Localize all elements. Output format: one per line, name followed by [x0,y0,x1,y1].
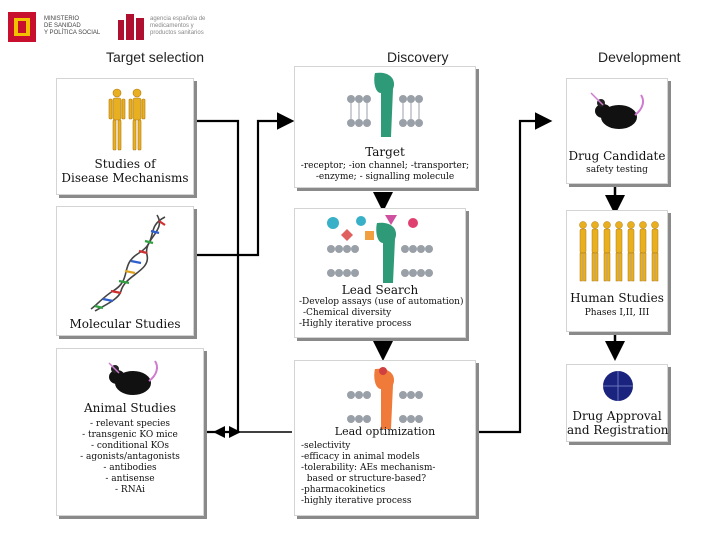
lead-search-box: Lead Search -Develop assays (use of auto… [294,208,466,338]
lead-search-desc-1: -Develop assays (use of automation) [299,297,464,307]
animal-item-5: - antibodies [103,463,157,473]
animal-item-2: - transgenic KO mice [82,430,178,440]
optimized-receptor-icon [347,367,423,429]
coat-of-arms-icon [4,8,40,46]
disease-title-line-2: Disease Mechanisms [61,171,189,185]
lead-opt-desc-1: -selectivity [301,441,351,451]
animal-studies-box: Animal Studies - relevant species - tran… [56,348,204,516]
lead-opt-desc-5: -pharmacokinetics [301,485,386,495]
candidate-subtitle: safety testing [586,165,648,175]
arrow-to-target [238,112,295,257]
agency-mark-icon [118,14,144,40]
human-title: Human Studies [570,291,664,305]
globe-icon [603,371,633,401]
target-title: Target [365,145,405,159]
lead-opt-desc-2: -efficacy in animal models [301,452,420,462]
arrow-opt-to-candidate [478,112,553,434]
ministry-line-1: MINISTERIO [44,16,80,22]
dna-helix-icon [90,214,166,312]
lead-optimization-box: Lead optimization -selectivity -efficacy… [294,360,476,516]
animal-item-1: - relevant species [89,419,171,429]
human-subtitle: Phases I,II, III [584,308,650,318]
test-mouse-icon [590,92,644,129]
compound-library-icon [327,215,433,283]
drug-approval-box: Drug Approval and Registration [566,364,669,442]
target-desc-1: -receptor; -ion channel; -transporter; [300,161,470,171]
lead-search-desc-2: -Chemical diversity [303,308,392,318]
disease-title-line-1: Studies of [94,157,156,171]
arrow-animal-to-junction [204,255,240,434]
population-icon [579,221,659,282]
animal-item-4: - agonists/antagonists [80,452,180,462]
molecular-title: Molecular Studies [69,317,181,331]
lead-search-title: Lead Search [341,283,419,297]
lead-search-desc-3: -Highly iterative process [299,319,412,329]
ministry-logo: MINISTERIO DE SANIDAD Y POLÍTICA SOCIAL [4,8,114,48]
lead-opt-title: Lead optimization [334,425,436,438]
header-development: Development [598,49,681,65]
arrow-disease-to-junction [194,119,240,255]
mouse-icon [108,360,158,395]
header-target-selection: Target selection [106,49,205,65]
agency-line-3: productos sanitarios [150,30,204,36]
ministry-line-3: Y POLÍTICA SOCIAL [44,30,101,36]
receptor-icon [347,72,423,137]
approval-line-2: and Registration [567,423,669,437]
lead-opt-desc-6: -highly iterative process [301,496,412,506]
animal-item-3: - conditional KOs [90,441,170,451]
agency-line-2: medicamentos y [150,23,194,29]
lead-opt-desc-4: based or structure-based? [301,474,427,484]
animal-item-7: - RNAi [115,485,145,495]
lead-opt-desc-3: -tolerability: AEs mechanism- [301,463,436,473]
agency-line-1: agencia española de [150,16,206,22]
agency-logo: agencia española de medicamentos y produ… [118,14,218,44]
target-box: Target -receptor; -ion channel; -transpo… [294,66,476,188]
animal-item-6: - antisense [105,474,155,484]
human-studies-box: Human Studies Phases I,II, III [566,210,668,332]
drug-candidate-box: Drug Candidate safety testing [566,78,668,184]
target-desc-2: -enzyme; - signalling molecule [315,172,455,182]
candidate-title: Drug Candidate [568,149,666,163]
molecular-studies-box: Molecular Studies [56,206,194,336]
animal-title: Animal Studies [84,401,176,415]
human-figures-icon [108,88,146,151]
header-discovery: Discovery [387,49,449,65]
disease-mechanisms-box: Studies of Disease Mechanisms [56,78,194,195]
approval-line-1: Drug Approval [572,409,662,423]
ministry-line-2: DE SANIDAD [44,23,81,29]
